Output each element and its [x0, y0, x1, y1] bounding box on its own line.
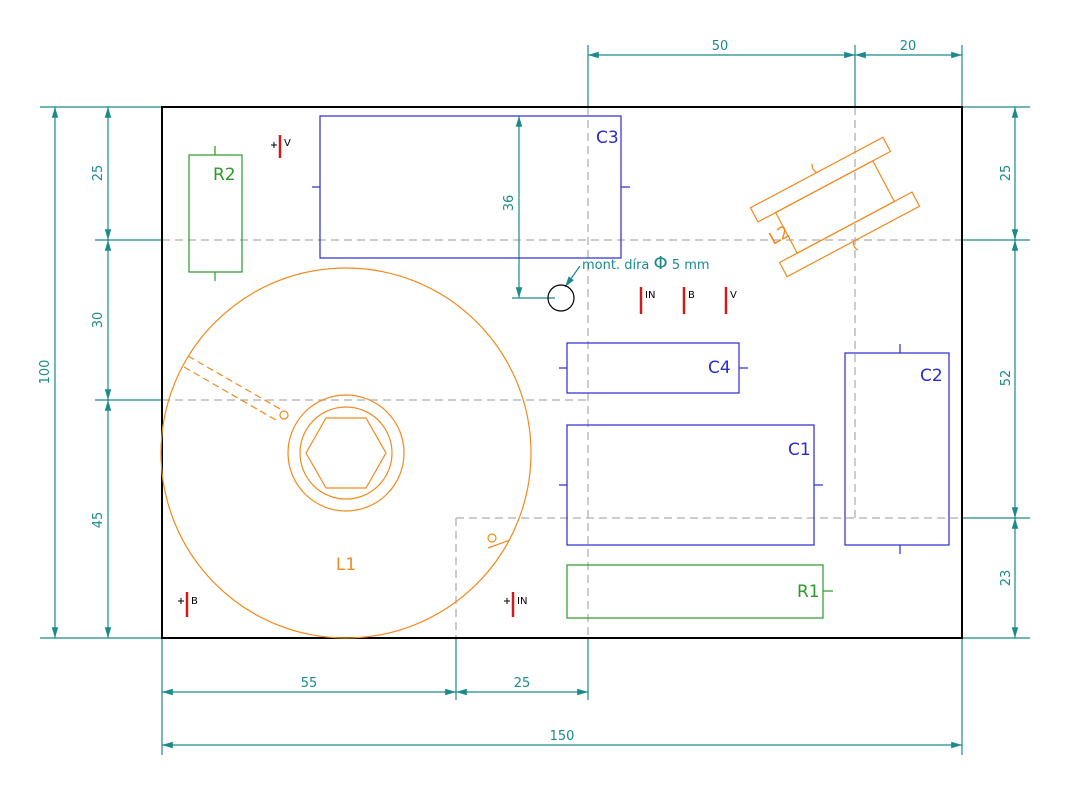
label-l1: L1 — [336, 555, 356, 575]
terminal-label-b-mid: B — [688, 290, 695, 301]
inductor-l1 — [160, 267, 532, 639]
inductor-l2 — [749, 136, 921, 278]
label-c2: C2 — [920, 366, 943, 386]
dim-top-50: 50 — [712, 39, 729, 54]
dim-left-100: 100 — [38, 360, 53, 385]
capacitor-c4 — [559, 342, 748, 394]
centerlines — [162, 107, 962, 638]
resistor-r1 — [566, 564, 833, 619]
dim-bottom-150: 150 — [550, 729, 575, 744]
terminal-label-in-bottom: IN — [517, 596, 527, 607]
dim-left-30: 30 — [91, 312, 106, 329]
label-l2: L2 — [766, 222, 793, 249]
terminal-label-in-mid: IN — [645, 290, 655, 301]
capacitor-c1 — [559, 424, 823, 546]
label-c1: C1 — [788, 440, 811, 460]
capacitor-c3 — [312, 115, 630, 259]
resistor-r2 — [188, 146, 243, 281]
terminal-label-b-bottom: B — [191, 596, 198, 607]
dim-c3-36: 36 — [502, 195, 517, 212]
dim-left-25: 25 — [91, 165, 106, 182]
label-c4: C4 — [708, 358, 731, 378]
terminal-label-v-top: V — [284, 138, 291, 149]
label-r2: R2 — [213, 165, 236, 185]
dim-right-25: 25 — [999, 165, 1014, 182]
terminal-plus-marks — [178, 142, 510, 604]
dim-top-20: 20 — [900, 39, 917, 54]
capacitor-c2 — [844, 344, 950, 554]
dimension-lines — [40, 45, 1030, 755]
label-r1: R1 — [797, 582, 820, 602]
dim-bottom-25: 25 — [514, 676, 531, 691]
dim-left-45: 45 — [91, 512, 106, 529]
dim-right-52: 52 — [999, 370, 1014, 387]
dim-right-23: 23 — [999, 570, 1014, 587]
label-c3: C3 — [596, 128, 619, 148]
terminals — [185, 135, 728, 617]
terminal-label-v-mid: V — [730, 290, 737, 301]
mount-hole-note: mont. díra Φ 5 mm — [582, 253, 710, 274]
board-outline — [161, 106, 963, 639]
dim-bottom-55: 55 — [301, 676, 318, 691]
mounting-hole — [547, 284, 575, 312]
